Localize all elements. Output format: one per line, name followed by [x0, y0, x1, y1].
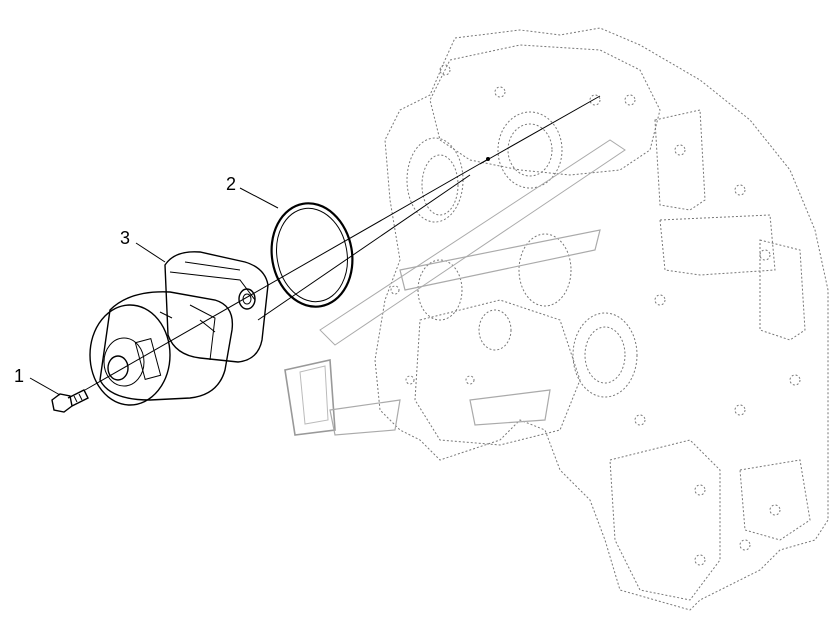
block-bolt-holes	[390, 64, 801, 566]
callout-label-2: 2	[226, 174, 236, 194]
o-ring-gasket	[270, 202, 354, 308]
callout-label-1: 1	[14, 366, 24, 386]
watermark-shapes	[284, 139, 626, 436]
engine-block-outline	[374, 27, 829, 611]
flange-bolt	[51, 389, 89, 413]
callout-label-3: 3	[120, 228, 130, 248]
water-pump	[89, 251, 269, 406]
callout-leaders	[29, 187, 279, 396]
center-lines	[84, 95, 601, 391]
